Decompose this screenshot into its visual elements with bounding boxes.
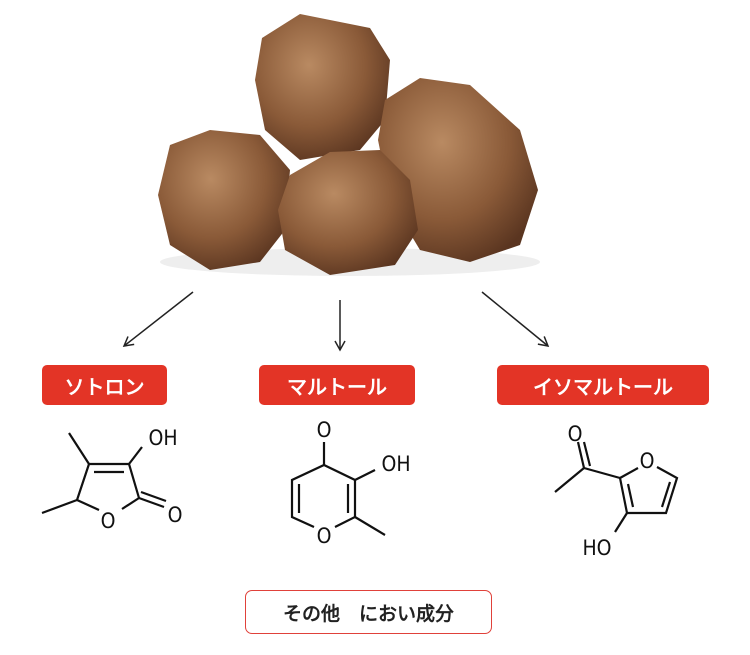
arrows [122, 291, 550, 352]
label-maltol: マルトール [259, 365, 415, 405]
other-aroma-components-box: その他 におい成分 [245, 590, 492, 634]
maltol-ring-o: O [317, 524, 332, 548]
isomaltol-ring-o: O [640, 449, 655, 473]
sotolon-oh: OH [148, 426, 177, 450]
arrow-to-sotolon [122, 291, 194, 347]
isomaltol-carbonyl-o: O [568, 422, 583, 446]
label-isomaltol: イソマルトール [497, 365, 709, 405]
maltol-carbonyl-o: O [317, 418, 332, 442]
isomaltol-structure [554, 441, 679, 533]
brown-sugar-rocks-image [158, 14, 540, 276]
arrow-to-isomaltol [481, 291, 550, 347]
sotolon-carbonyl-o: O [168, 503, 183, 527]
label-sotolon: ソトロン [42, 365, 167, 405]
maltol-structure [290, 442, 386, 536]
isomaltol-ho: HO [582, 536, 611, 560]
sotolon-ring-o: O [101, 509, 116, 533]
sotolon-structure [41, 432, 167, 515]
maltol-oh: OH [381, 452, 410, 476]
